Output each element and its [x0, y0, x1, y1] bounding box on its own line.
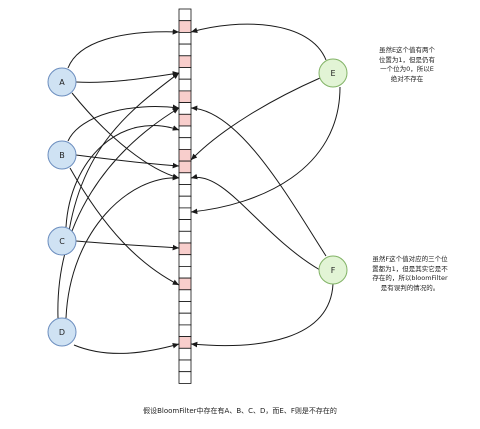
bit-cell [178, 20, 192, 33]
node-label: B [59, 151, 65, 160]
bit-cell [178, 43, 192, 57]
arrow-d-3 [57, 107, 180, 319]
arrow-a-2 [75, 71, 180, 83]
arrow-f-3 [190, 283, 334, 348]
arrow-a-3 [71, 92, 180, 180]
bit-cell [178, 230, 192, 244]
bit-cell [178, 219, 192, 232]
node-a: A [47, 67, 77, 97]
node-b: B [47, 140, 77, 170]
diagram-caption: 假设BloomFilter中存在有A、B、C、D，而E、F则是不存在的 [143, 407, 337, 415]
arrow-a-1 [67, 28, 180, 69]
bit-cell [178, 184, 192, 197]
arrow-e-3 [190, 86, 341, 215]
bit-cell [178, 347, 192, 361]
bit-cell [178, 8, 192, 22]
node-label: C [59, 237, 65, 246]
element-nodes: A B C D E F [47, 58, 348, 347]
bit-cell [178, 359, 192, 373]
bit-cell [178, 277, 192, 291]
bit-cell [178, 55, 192, 68]
bit-cell [178, 265, 192, 279]
f-annotation-text: 虽然F这个值对应的三个位置都为1，但是其实它是不存在的，所以bloomFilte… [372, 255, 448, 292]
bit-cell [178, 254, 192, 267]
arrow-c-1 [65, 125, 180, 228]
node-circle [47, 226, 77, 256]
node-label: A [59, 78, 65, 87]
bit-cell [178, 90, 192, 104]
node-circle [318, 255, 348, 285]
bit-cell [178, 148, 192, 162]
bit-cell [178, 113, 192, 127]
arrow-b-1 [67, 104, 180, 142]
bit-cell [178, 160, 192, 174]
bit-cell [178, 312, 192, 326]
hash-arrows [57, 23, 341, 354]
node-circle [47, 67, 77, 97]
node-label: F [331, 266, 336, 275]
arrow-f-1 [190, 105, 327, 257]
arrow-c-2 [75, 240, 180, 251]
bit-cell [178, 32, 192, 45]
node-circle [318, 58, 348, 88]
node-c: C [47, 226, 77, 256]
bit-cell [178, 172, 192, 185]
arrow-e-2 [190, 77, 321, 161]
node-d: D [47, 317, 77, 347]
arrow-e-1 [190, 23, 327, 61]
arrow-d-2 [73, 342, 180, 354]
bit-cell [178, 301, 192, 314]
bit-cell [178, 207, 192, 220]
node-f: F [318, 255, 348, 285]
bit-cell [178, 195, 192, 209]
bit-cell [178, 102, 192, 115]
bit-cell [178, 242, 192, 256]
bit-cell [178, 371, 192, 384]
bit-cell [178, 67, 192, 80]
arrow-f-2 [190, 173, 321, 271]
node-circle [47, 140, 77, 170]
bit-cell [178, 78, 192, 92]
arrow-b-3 [69, 167, 180, 286]
arrow-c-3 [65, 72, 180, 256]
node-label: E [330, 69, 335, 78]
bit-cell [178, 137, 192, 150]
node-circle [47, 317, 77, 347]
bit-cell [178, 289, 192, 302]
bit-cell [178, 336, 192, 349]
arrow-b-2 [75, 154, 180, 169]
bit-cell [178, 125, 192, 139]
node-label: D [59, 328, 65, 337]
bit-cell [178, 324, 192, 337]
bit-array [178, 8, 192, 384]
node-e: E [318, 58, 348, 88]
f-annotation: 虽然F这个值对应的三个位置都为1，但是其实它是不存在的，所以bloomFilte… [356, 255, 464, 293]
arrow-d-1 [65, 174, 180, 319]
